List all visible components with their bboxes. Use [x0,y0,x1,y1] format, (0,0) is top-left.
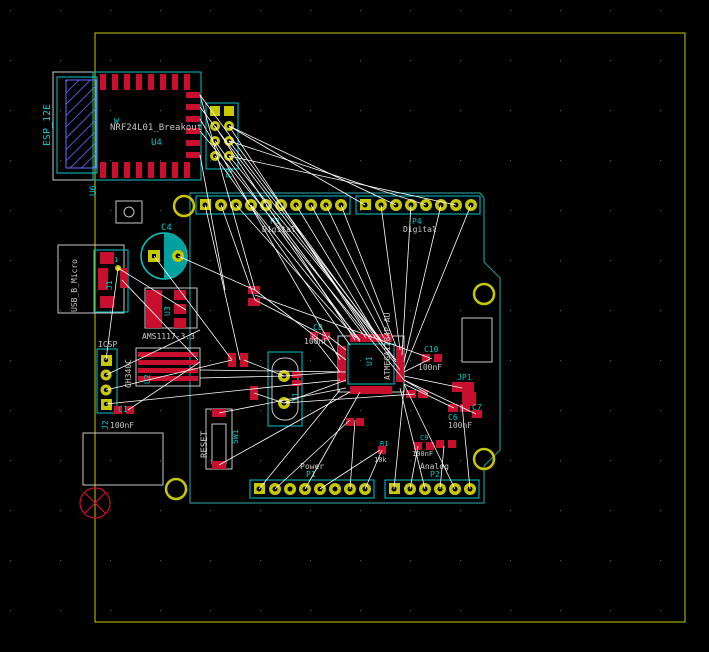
mcu-ref-label: U1 [365,356,374,366]
crystal-ref-label: Y1 [291,392,300,402]
module-nrf24l01[interactable]: W NRF24L01_Breakout U4 [100,74,202,178]
c7-value-label: 100nF [448,421,472,430]
digital-right-ref: P4 [412,217,422,226]
capacitor-c1[interactable]: C1 100nF [110,405,134,430]
ratsnest-lines [105,94,477,490]
c1-ref-label: C1 [118,405,128,414]
nrf-mark: W [114,117,119,126]
resistor-r1[interactable]: R1 10k [374,440,388,464]
usb-b-outline [82,432,164,486]
capacitor-c9[interactable]: C9 100nF [412,434,433,458]
resistor-near-header [248,286,260,306]
power-value-label: Power [300,462,324,471]
capacitor-c7[interactable]: C7 100nF [448,403,482,430]
regulator-ams1117[interactable]: U3 AMS1117-3.3 [142,287,198,341]
nrf-ref-label: U4 [151,138,162,148]
nrf-bottom-pads [100,162,190,178]
jp1-ref-label: JP1 [457,373,472,382]
jumper-jp1[interactable]: JP1 [452,373,476,406]
ams-value-label: AMS1117-3.3 [142,332,195,341]
smd-button-circle [123,206,135,218]
c1-value-label: 100nF [110,421,134,430]
module-esp12e[interactable]: ESP_12E U6 [42,71,202,196]
ams-ref-label: U3 [163,306,172,316]
ic-ch340c[interactable]: U2 CH340C [124,347,201,388]
analog-ref-label: P2 [430,470,440,479]
icsp-ref-label: J2 [101,420,110,430]
mounting-holes [164,194,496,501]
r1-value-label: 10k [374,456,387,464]
right-connector-outline [461,317,493,363]
c9-ref-label: C9 [420,434,428,442]
usb-value-label: USB_B_Micro [70,259,79,312]
reset-ref-label: SW1 [231,429,240,444]
usb-ref-label: J1 [105,280,114,290]
nrf-right-pads [186,92,200,158]
board-origin-icon [79,487,111,519]
c7-ref-label: C7 [472,403,482,412]
esp-ref-label: ESP_12E [42,104,53,146]
esp-value-label: U6 [89,185,99,196]
reset-value-label: RESET [200,430,210,458]
c10-ref-label: C10 [424,345,439,354]
p8-ref-label: P8 [225,168,234,178]
c6-ref-label: C6 [448,413,458,422]
capacitor-c4[interactable]: C4 [140,223,188,280]
smd-button-outline [115,200,143,224]
digital-left-ref: P3 [270,217,280,226]
ch340-ref-label: U2 [143,374,152,384]
c4-ref-label: C4 [161,223,172,233]
nrf-top-pads [100,74,190,90]
capacitor-c10[interactable]: C10 100nF [418,345,442,372]
r1-ref-label: R1 [380,440,388,448]
page-border [94,32,686,623]
connector-usb-micro[interactable]: 1 J1 USB_B_Micro [57,244,129,314]
board-outline [189,192,501,504]
mcu-value-label: ATMEGA1284P-AU [383,312,392,380]
nrf-value-label: NRF24L01_Breakout [110,123,202,133]
capacitor-c6[interactable]: C6 [448,404,470,422]
c9-value-label: 100nF [412,450,433,458]
digital-right-value: Digital [403,225,437,234]
c8-ref-label: C8 [313,323,323,332]
analog-value-label: Analog [420,462,449,471]
header-power[interactable]: Power P1 [249,462,375,499]
ch340-value-label: CH340C [124,359,133,388]
c10-value-label: 100nF [418,363,442,372]
power-ref-label: P1 [306,470,316,479]
usb-pin-label: 1 [114,256,118,264]
